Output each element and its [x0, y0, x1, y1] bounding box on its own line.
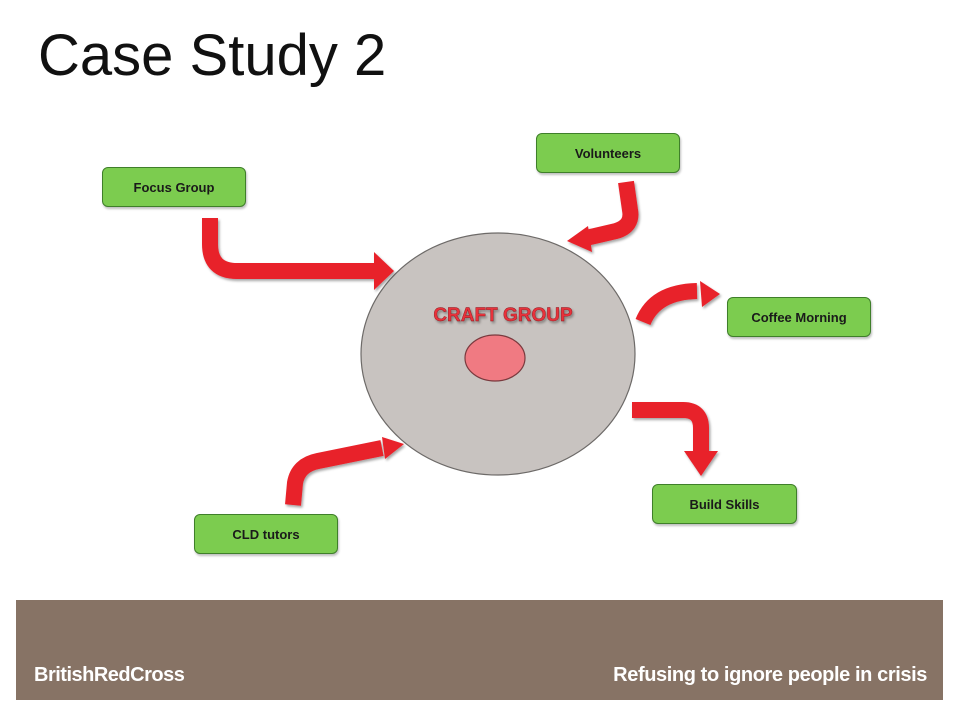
craft-group-center-dot — [464, 334, 526, 382]
brand-logo-text: BritishRedCross — [34, 664, 185, 686]
node-build-skills: Build Skills — [652, 484, 797, 524]
arrow-focus-group-head — [374, 252, 394, 290]
arrow-build-skills-head — [684, 451, 718, 476]
arrow-coffee-morning-head — [700, 281, 720, 307]
craft-group-diagram: CRAFT GROUP — [202, 180, 720, 506]
arrow-cld-tutors — [285, 440, 384, 506]
arrow-build-skills — [632, 402, 709, 453]
arrow-coffee-morning — [635, 283, 698, 326]
node-focus-group: Focus Group — [102, 167, 246, 207]
craft-group-label: CRAFT GROUP — [433, 305, 573, 326]
footer-tagline: Refusing to ignore people in crisis — [613, 664, 927, 686]
arrow-cld-tutors-head — [382, 437, 404, 459]
node-volunteers: Volunteers — [536, 133, 680, 173]
arrow-focus-group — [202, 218, 378, 279]
node-cld-tutors: CLD tutors — [194, 514, 338, 554]
arrow-volunteers-head — [567, 226, 592, 252]
footer-banner: BritishRedCross Refusing to ignore peopl… — [16, 600, 943, 700]
arrow-volunteers — [584, 180, 639, 246]
slide-title: Case Study 2 — [38, 23, 387, 88]
node-coffee-morning: Coffee Morning — [727, 297, 871, 337]
